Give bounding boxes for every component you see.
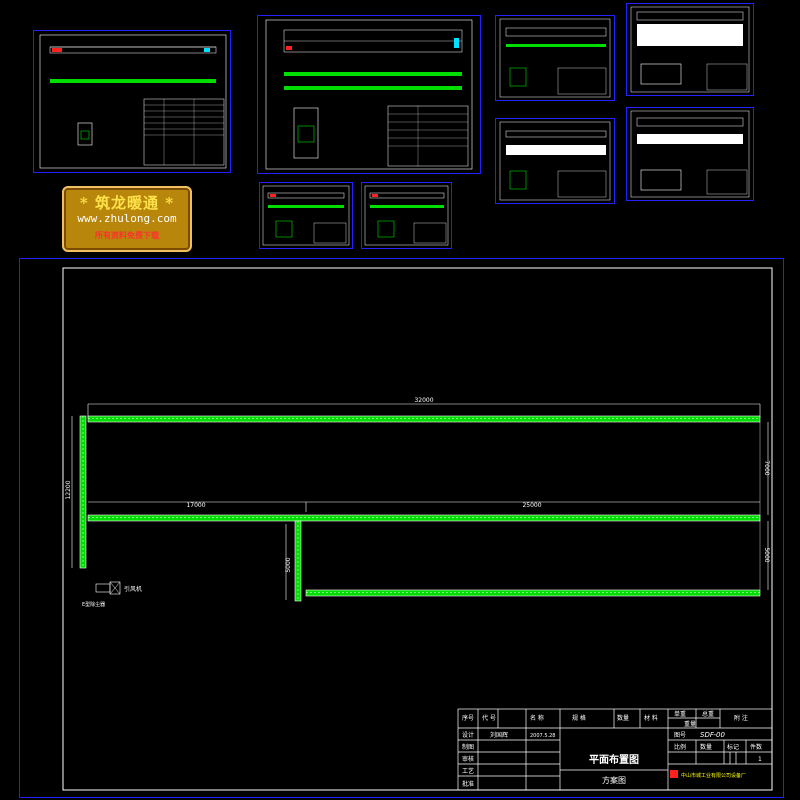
company-logo-icon <box>670 770 678 778</box>
thumbnail-sheet-7-drawing <box>262 185 350 246</box>
drawing-title: 平面布置图 <box>589 753 639 766</box>
thumbnail-sheet-2-drawing <box>265 19 473 170</box>
tb-weight-label: 重量 <box>684 720 696 728</box>
dim-top: 32000 <box>414 397 433 404</box>
tb-header-6: 单重 <box>674 710 686 718</box>
tb-header-8: 附 注 <box>734 714 748 722</box>
dim-mid-right: 25000 <box>522 502 541 509</box>
thumbnail-sheet-3-drawing <box>499 18 611 98</box>
tb-row-role-2: 审核 <box>462 755 474 763</box>
thumbnail-sheet-8-drawing <box>364 185 449 246</box>
title-block <box>457 708 773 791</box>
mark-label: 标记 <box>727 743 739 751</box>
dim-right-upper: 7000 <box>763 460 770 475</box>
top-duct <box>87 403 761 423</box>
tb-row-name-0: 刘国辉 <box>490 731 508 739</box>
tb-row-role-1: 制图 <box>462 743 474 751</box>
tb-header-7: 总重 <box>702 710 714 718</box>
sheets-value: 1 <box>758 756 762 763</box>
dim-right-lower: 5000 <box>763 547 770 562</box>
thumbnail-sheet-5-drawing <box>499 121 611 201</box>
tb-header-5: 材 料 <box>644 714 658 722</box>
dim-lower-left: 5000 <box>285 557 292 572</box>
drawing-no: SDF-00 <box>700 731 725 739</box>
thumbnail-sheet-5[interactable] <box>495 118 615 204</box>
zhulong-logo[interactable]: * 筑龙暖通 * www.zhulong.com 所有资料免费下载 <box>62 186 192 252</box>
tb-row-role-0: 设计 <box>462 731 474 739</box>
thumbnail-sheet-7[interactable] <box>259 182 353 249</box>
sheets-label: 件数 <box>750 743 762 751</box>
dim-left: 12200 <box>65 480 72 499</box>
logo-title: * 筑龙暖通 * <box>79 194 175 212</box>
title-block-header-text: 序号 代 号 名 称 规 格 数量 材 料 单重 总重 附 注 重量 <box>462 710 748 728</box>
left-duct <box>71 415 87 569</box>
tb-header-4: 数量 <box>617 714 629 722</box>
tb-header-2: 名 称 <box>530 714 544 722</box>
thumbnail-sheet-6[interactable] <box>626 107 754 201</box>
fan-symbol <box>95 581 121 595</box>
tb-row-role-4: 批准 <box>462 780 474 788</box>
thumbnail-sheet-3[interactable] <box>495 15 615 101</box>
tb-header-1: 代 号 <box>482 714 496 722</box>
thumbnail-sheet-8[interactable] <box>361 182 452 249</box>
bottom-duct <box>305 589 761 597</box>
lower-left-duct <box>285 520 302 602</box>
thumbnail-sheet-4-drawing <box>630 6 750 93</box>
dim-mid-left: 17000 <box>186 502 205 509</box>
fan-label: 引风机 <box>124 585 142 593</box>
thumbnail-sheet-1-drawing <box>39 34 227 169</box>
logo-tagline: 所有资料免费下载 <box>95 231 159 240</box>
thumbnail-sheet-6-drawing <box>630 110 750 198</box>
thumbnail-sheet-1[interactable] <box>33 30 231 173</box>
tb-row-role-3: 工艺 <box>462 767 474 775</box>
tb-header-3: 规 格 <box>572 714 586 722</box>
title-block-rows: 设计 刘国辉 2007.5.28 制图 审核 工艺 批准 <box>462 731 555 788</box>
qty-label: 数量 <box>700 743 712 751</box>
drawing-subtitle: 方案图 <box>602 775 626 785</box>
scale-label: 比例 <box>674 743 686 751</box>
inner-border <box>62 267 773 791</box>
company-name: 中山市城工业有限公司设备厂 <box>681 772 746 779</box>
tb-row-date-0: 2007.5.28 <box>530 733 555 739</box>
thumbnail-sheet-4[interactable] <box>626 3 754 96</box>
logo-url: www.zhulong.com <box>77 212 177 225</box>
thumbnail-sheet-2[interactable] <box>257 15 481 174</box>
tb-header-0: 序号 <box>462 714 474 722</box>
note-label: E型除尘器 <box>82 601 105 608</box>
drawing-no-label: 图号 <box>674 732 686 739</box>
main-drawing-frame[interactable] <box>19 258 784 798</box>
